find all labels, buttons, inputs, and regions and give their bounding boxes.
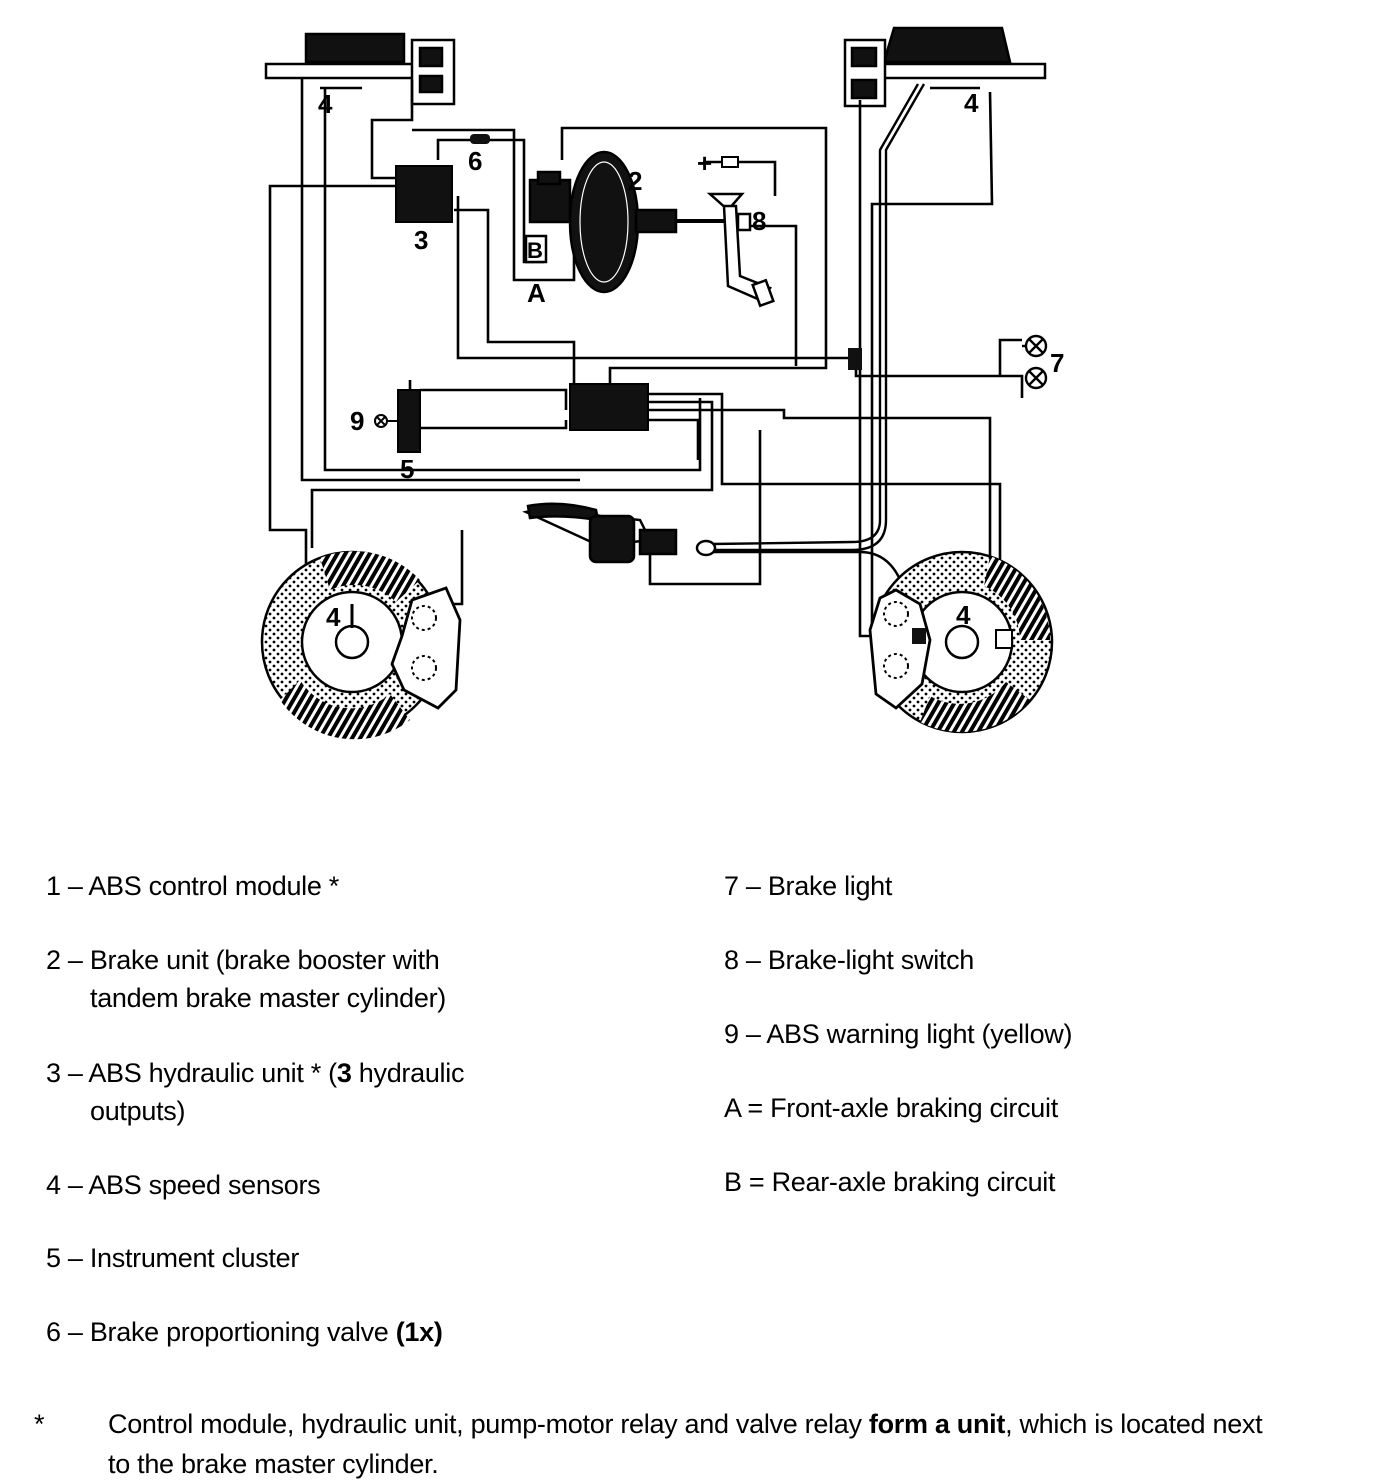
brake-pedal bbox=[706, 192, 775, 308]
legend-item-a: A = Front-axle braking circuit bbox=[724, 1093, 1058, 1123]
callout-4-front-right: 4 bbox=[964, 88, 979, 118]
callout-5: 5 bbox=[400, 454, 414, 484]
footnote-marker: * bbox=[34, 1409, 45, 1439]
legend-item-b: B = Rear-axle braking circuit bbox=[724, 1167, 1056, 1197]
legend-item-9: 9 – ABS warning light (yellow) bbox=[724, 1019, 1073, 1049]
abs-warning-light bbox=[374, 414, 398, 428]
instrument-cluster bbox=[397, 389, 421, 453]
brake-lights bbox=[1022, 334, 1048, 390]
callout-7: 7 bbox=[1050, 348, 1064, 378]
legend-item-3: 3 – ABS hydraulic unit * (3 hydraulic ou… bbox=[46, 1058, 465, 1126]
callout-6: 6 bbox=[468, 146, 482, 176]
footnote-text: Control module, hydraulic unit, pump-mot… bbox=[108, 1409, 1263, 1479]
callout-4-front-left: 4 bbox=[318, 89, 333, 119]
legend-item-4: 4 – ABS speed sensors bbox=[46, 1170, 321, 1200]
callout-b: B bbox=[527, 238, 543, 263]
abs-control-module-box bbox=[569, 383, 649, 431]
handbrake-lever bbox=[522, 502, 717, 564]
right-brake-disc bbox=[868, 550, 1054, 734]
callout-2: 2 bbox=[628, 166, 642, 196]
callout-4-rear-left: 4 bbox=[326, 602, 341, 632]
callout-4-rear-right: 4 bbox=[956, 600, 971, 630]
legend-item-1: 1 – ABS control module * bbox=[46, 871, 339, 901]
proportioning-valve bbox=[470, 134, 490, 144]
front-left-axle-mount bbox=[264, 32, 456, 106]
legend-item-7: 7 – Brake light bbox=[724, 871, 893, 901]
callout-plus: + bbox=[697, 148, 712, 178]
junction-block bbox=[848, 348, 862, 370]
left-brake-disc bbox=[260, 550, 462, 740]
legend-item-6: 6 – Brake proportioning valve (1x) bbox=[46, 1317, 443, 1347]
abs-system-diagram: 4 4 6 2 + 8 3 B A 7 9 5 4 4 bbox=[260, 26, 1064, 740]
legend-item-2: 2 – Brake unit (brake booster with tande… bbox=[46, 945, 446, 1013]
legend-item-8: 8 – Brake-light switch bbox=[724, 945, 975, 975]
hydraulic-unit bbox=[395, 165, 453, 223]
callout-a: A bbox=[527, 278, 546, 308]
legend-item-5: 5 – Instrument cluster bbox=[46, 1243, 300, 1273]
front-right-axle-mount bbox=[843, 26, 1047, 108]
callout-9: 9 bbox=[350, 406, 364, 436]
callout-3: 3 bbox=[414, 225, 428, 255]
diagram-callouts: 4 4 6 2 + 8 3 B A 7 9 5 4 4 bbox=[318, 88, 1064, 632]
brake-light-fuse bbox=[721, 156, 739, 168]
master-cylinder bbox=[524, 170, 572, 264]
callout-8: 8 bbox=[752, 206, 766, 236]
brake-booster bbox=[568, 150, 740, 294]
wiring-lines bbox=[268, 78, 1024, 638]
